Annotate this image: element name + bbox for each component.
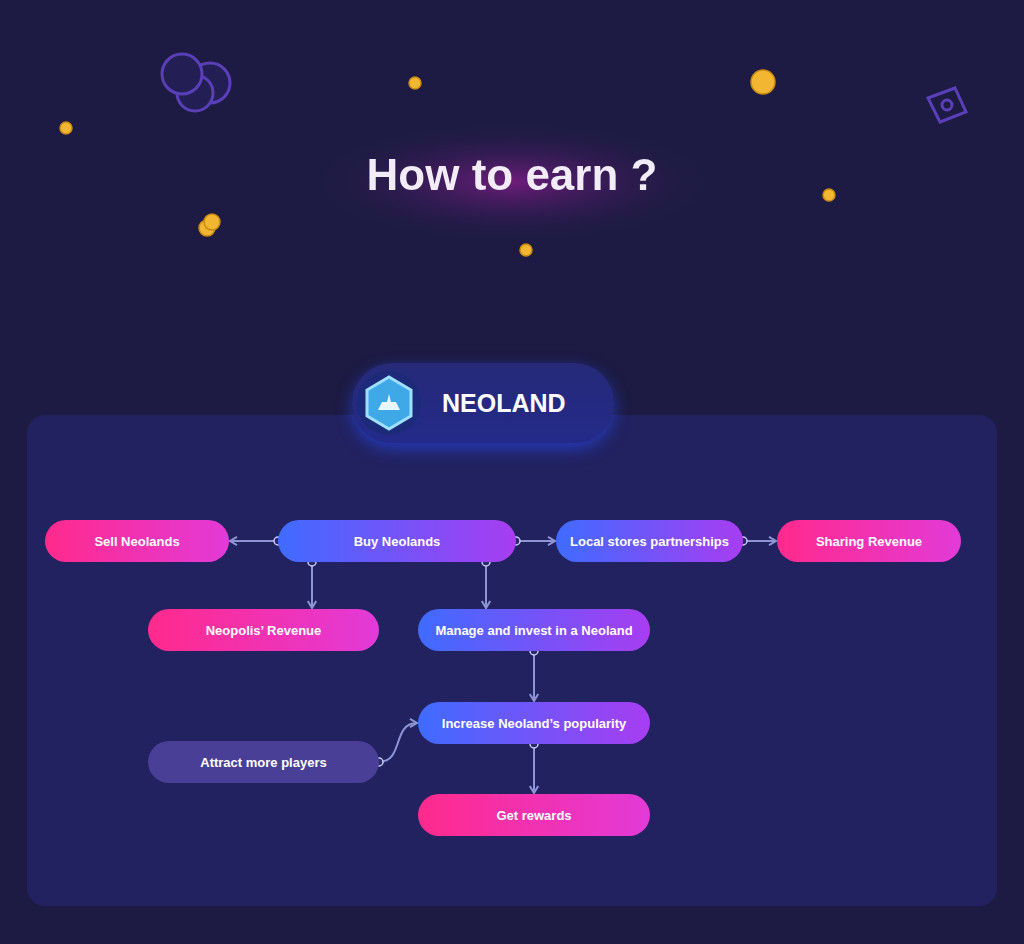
flow-connector xyxy=(512,537,555,545)
arrow-head xyxy=(410,719,417,727)
box-label: Get rewards xyxy=(496,808,571,823)
box-label: Sharing Revenue xyxy=(816,534,922,549)
group-panel: NEOLANDSell NeolandsBuy NeolandsLocal st… xyxy=(27,415,997,906)
flow-connector xyxy=(482,558,490,608)
panel-ground xyxy=(27,415,997,906)
arrow-head xyxy=(530,786,538,793)
connector-line xyxy=(311,562,313,608)
connector-line xyxy=(230,540,278,542)
connector-line xyxy=(379,723,417,762)
process-box: Sell Neolands xyxy=(45,520,229,562)
connector-line xyxy=(516,540,555,542)
box-label: Increase Neoland’s popularity xyxy=(442,716,626,731)
process-box: Increase Neoland’s popularity xyxy=(418,702,650,744)
heading-pill: NEOLAND xyxy=(352,363,614,443)
box-label: Buy Neolands xyxy=(354,534,441,549)
process-box: Local stores partnerships xyxy=(556,520,743,562)
outline-coins xyxy=(162,54,230,111)
box-label: Local stores partnerships xyxy=(570,534,729,549)
process-box: Get rewards xyxy=(418,794,650,836)
box-label: Attract more players xyxy=(200,755,326,770)
arrow-head xyxy=(530,694,538,701)
flow-connector xyxy=(530,740,538,793)
box-label: Manage and invest in a Neoland xyxy=(435,623,632,638)
group-heading: NEOLAND xyxy=(442,389,566,418)
connector-line xyxy=(533,651,535,701)
process-box: Attract more players xyxy=(148,741,379,783)
flow-connector xyxy=(230,537,282,545)
connector-line xyxy=(743,540,776,542)
banknote-icon xyxy=(928,88,966,122)
box-label: Neopolis’ Revenue xyxy=(206,623,322,638)
process-box: Neopolis’ Revenue xyxy=(148,609,379,651)
box-label: Sell Neolands xyxy=(94,534,179,549)
arrow-head xyxy=(230,537,237,545)
arrow-head xyxy=(548,537,555,545)
connector-line xyxy=(485,562,487,608)
arrow-head xyxy=(482,601,490,608)
page-title: How to earn ? xyxy=(0,150,1024,200)
arrow-head xyxy=(308,601,316,608)
flow-connector xyxy=(308,558,316,608)
connector-line xyxy=(533,744,535,793)
process-box: Buy Neolands xyxy=(278,520,516,562)
flow-connector xyxy=(375,719,417,766)
process-box: Sharing Revenue xyxy=(777,520,961,562)
flow-connector xyxy=(739,537,776,545)
flow-connector xyxy=(530,647,538,701)
process-box: Manage and invest in a Neoland xyxy=(418,609,650,651)
arrow-head xyxy=(769,537,776,545)
